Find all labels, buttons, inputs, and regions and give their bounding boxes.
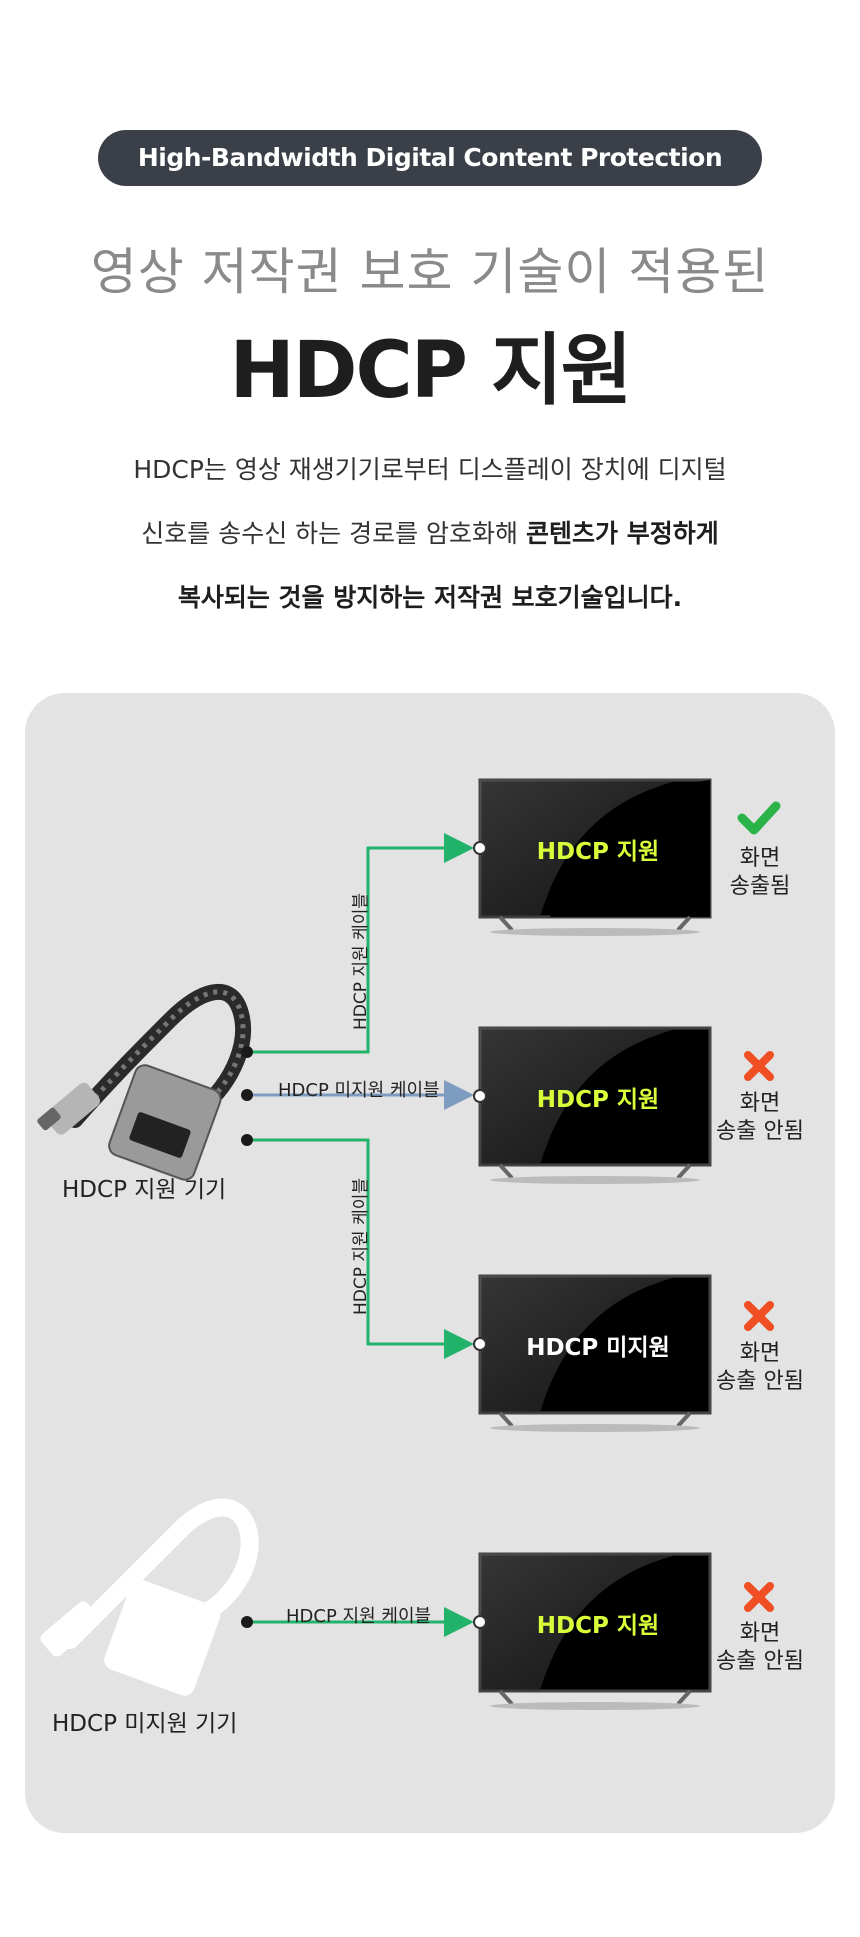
tv-3-status: 화면 송출 안됨 [716,1341,804,1394]
cross-icon-1 [744,1051,774,1081]
cable-label-4: HDCP 지원 케이블 [286,1606,432,1627]
tv-1-status: 화면 송출됨 [729,846,791,899]
hdcp-adapter-image [37,984,252,1181]
header-pill: High-Bandwidth Digital Content Protectio… [98,130,762,186]
subtitle: 영상 저작권 보호 기술이 적용된 [90,243,770,301]
tv-2-label: HDCP 지원 [536,1087,660,1113]
unsupported-device-label: HDCP 미지원 기기 [52,1711,238,1737]
tv-1-label: HDCP 지원 [536,839,660,865]
description-line-1: HDCP는 영상 재생기기로부터 디스플레이 장치에 디지털 [133,455,727,484]
supported-device-label: HDCP 지원 기기 [62,1177,227,1203]
page-title: HDCP 지원 [229,326,632,416]
cross-icon-2 [744,1301,774,1331]
tv-4 [473,1552,712,1710]
cable-label-3: HDCP 지원 케이블 [351,1177,371,1315]
check-icon [737,801,781,835]
tv-3 [473,1274,712,1432]
tv-2 [473,1026,712,1184]
cable-lines [241,833,474,1637]
tv-2-status: 화면 송출 안됨 [716,1091,804,1144]
description-line-2: 신호를 송수신 하는 경로를 암호화해 콘텐츠가 부정하게 [141,519,719,548]
cable-label-1: HDCP 지원 케이블 [351,892,371,1030]
hdcp-unsupported-adapter-image [40,1498,259,1696]
tv-1 [473,778,712,936]
cross-icon-3 [744,1582,774,1612]
tv-4-label: HDCP 지원 [536,1613,660,1639]
description-line-3: 복사되는 것을 방지하는 저작권 보호기술입니다. [177,583,683,612]
cable-label-2: HDCP 미지원 케이블 [278,1080,440,1101]
tv-3-label: HDCP 미지원 [526,1335,670,1361]
tv-4-status: 화면 송출 안됨 [716,1621,804,1674]
description: HDCP는 영상 재생기기로부터 디스플레이 장치에 디지털 신호를 송수신 하… [0,438,860,630]
